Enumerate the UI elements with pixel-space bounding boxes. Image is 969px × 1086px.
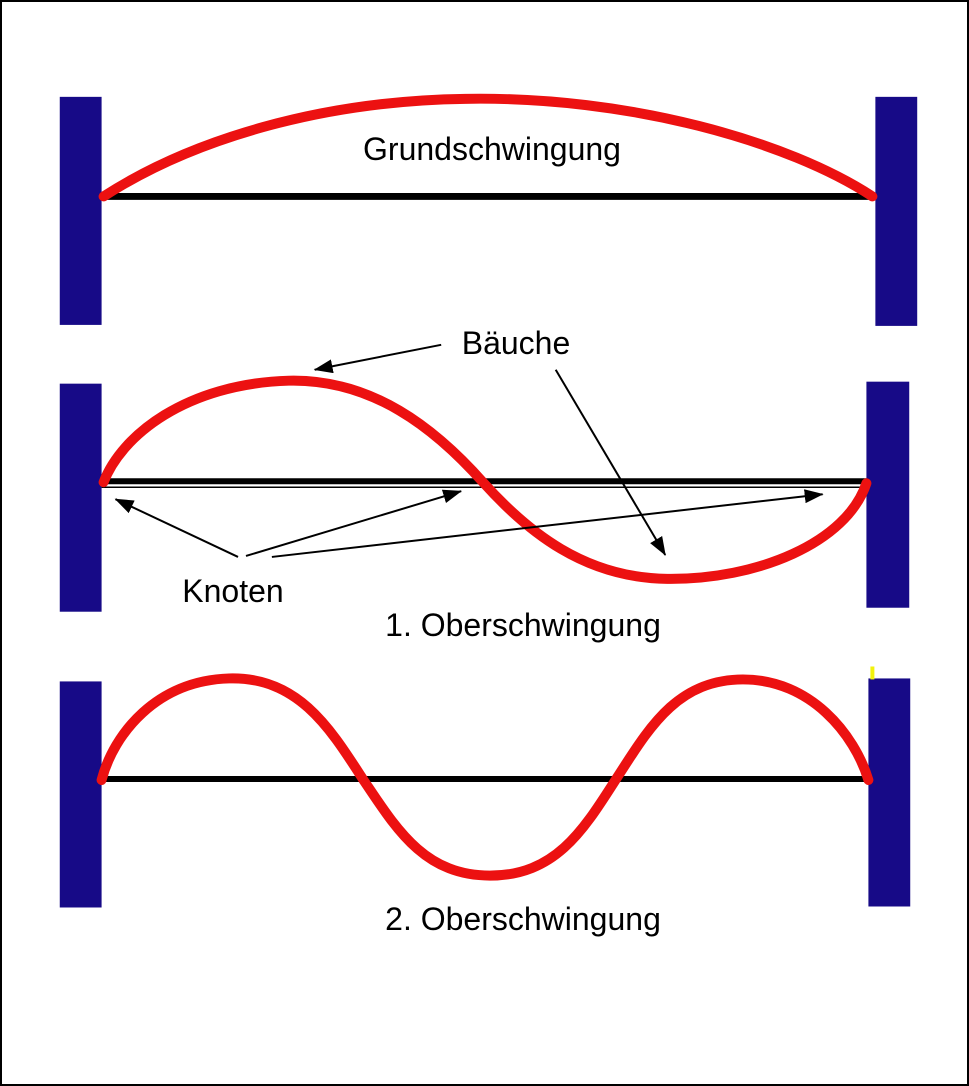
label-second-overtone: 2. Oberschwingung [385,901,661,937]
fixed-support-right-second-overtone [868,678,911,907]
node-arrow-right [271,489,824,558]
label-nodes: Knoten [182,573,284,609]
node-arrow-left [114,498,239,558]
antinode-arrow-crest [313,343,442,374]
diagram-first-overtone [59,343,910,612]
node-arrow-middle [245,489,463,557]
fixed-support-left-fundamental [59,96,102,325]
standing-wave-fundamental [98,93,878,202]
fixed-support-left-first-overtone [59,383,102,612]
fixed-support-right-first-overtone [866,381,910,608]
fixed-support-left-second-overtone [59,681,102,908]
fixed-support-right-fundamental [875,96,918,326]
label-fundamental: Grundschwingung [363,131,621,167]
standing-wave-second-overtone [96,673,874,881]
antinode-arrow-trough [554,369,667,556]
diagram-fundamental [59,93,918,326]
label-antinodes: Bäuche [461,325,571,361]
label-first-overtone: 1. Oberschwingung [385,607,661,643]
diagram-second-overtone [59,666,911,908]
yellow-artifact-mark [870,666,875,680]
standing-wave-first-overtone [98,375,872,584]
